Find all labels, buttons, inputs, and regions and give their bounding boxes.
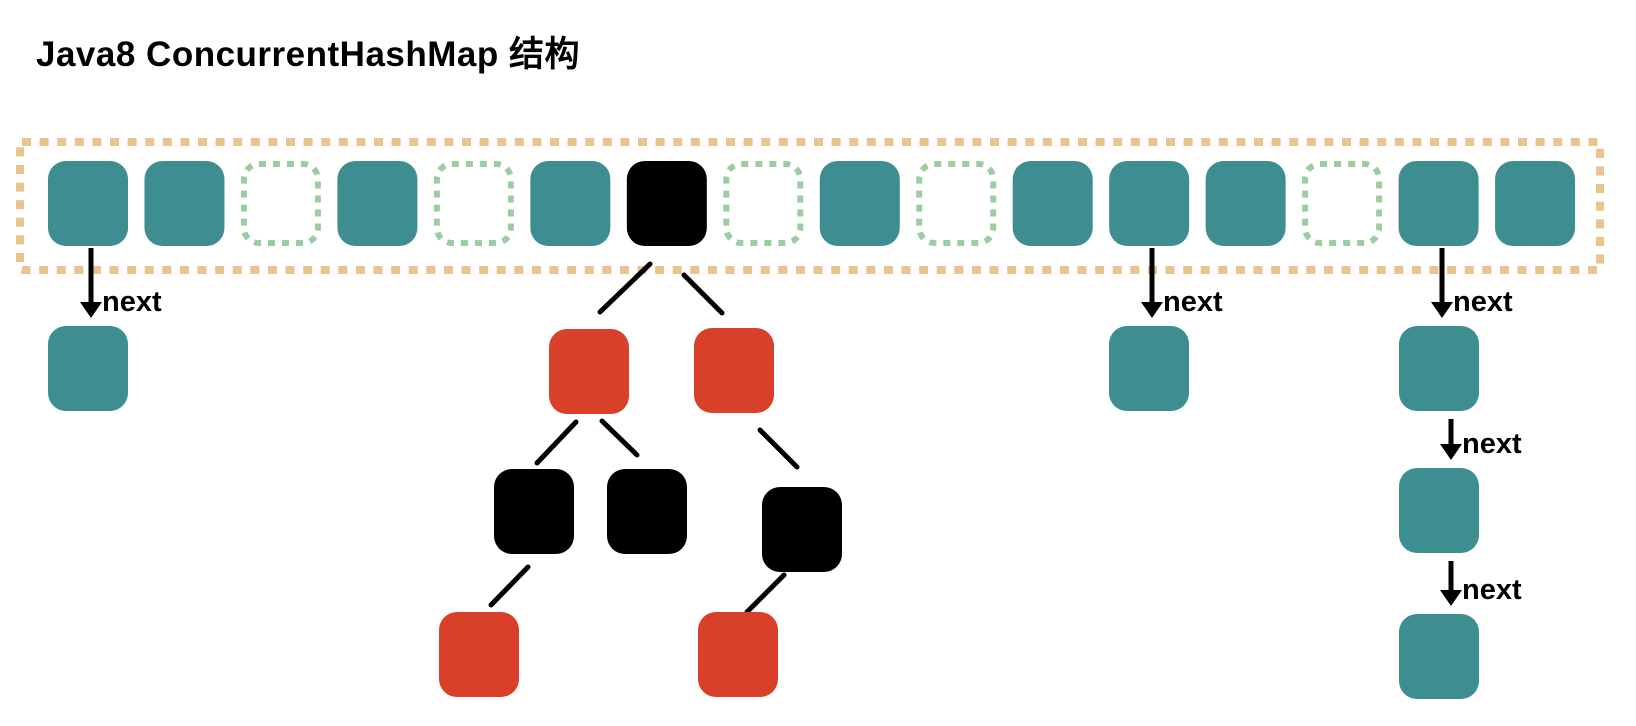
next-arrow-head — [1141, 302, 1163, 318]
tree-node-red — [439, 612, 519, 697]
bucket-cell-teal — [819, 161, 900, 246]
list-node-teal — [1399, 468, 1479, 553]
tree-node-red — [698, 612, 778, 697]
list-node-teal — [1109, 326, 1189, 411]
bucket-cell-teal — [1495, 161, 1576, 246]
bucket-cell-teal — [337, 161, 418, 246]
tree-node-red — [549, 329, 629, 414]
bucket-cell-black — [626, 161, 707, 246]
next-label: next — [1453, 286, 1513, 318]
list-node-teal — [1399, 326, 1479, 411]
bucket-cell-teal — [1398, 161, 1479, 246]
tree-edge — [488, 564, 531, 608]
tree-node-red — [694, 328, 774, 413]
tree-edge — [597, 261, 653, 315]
bucket-array-border — [16, 138, 1604, 274]
tree-edge — [744, 572, 787, 615]
next-label: next — [102, 286, 162, 318]
tree-edge — [534, 419, 579, 466]
bucket-cell-empty — [1302, 161, 1383, 246]
next-label: next — [1462, 428, 1522, 460]
bucket-cell-empty — [723, 161, 804, 246]
bucket-cell-teal — [48, 161, 128, 246]
tree-edge — [681, 272, 725, 316]
next-arrow-head — [1440, 590, 1462, 606]
bucket-cell-teal — [1205, 161, 1286, 246]
bucket-cell-empty — [240, 161, 321, 246]
next-arrow-head — [80, 302, 102, 318]
bucket-cell-empty — [916, 161, 997, 246]
bucket-cell-empty — [433, 161, 514, 246]
bucket-cell-teal — [144, 161, 225, 246]
bucket-cell-teal — [530, 161, 611, 246]
tree-edge — [757, 427, 800, 470]
tree-node-black — [607, 469, 687, 554]
tree-edge — [599, 418, 640, 458]
next-arrow-head — [1440, 444, 1462, 460]
tree-node-black — [762, 487, 842, 572]
next-label: next — [1462, 574, 1522, 606]
bucket-cell-teal — [1012, 161, 1093, 246]
bucket-cell-teal — [1109, 161, 1190, 246]
next-label: next — [1163, 286, 1223, 318]
next-arrow-head — [1431, 302, 1453, 318]
diagram-title: Java8 ConcurrentHashMap 结构 — [36, 35, 580, 74]
list-node-teal — [1399, 614, 1479, 699]
list-node-teal — [48, 326, 128, 411]
tree-node-black — [494, 469, 574, 554]
